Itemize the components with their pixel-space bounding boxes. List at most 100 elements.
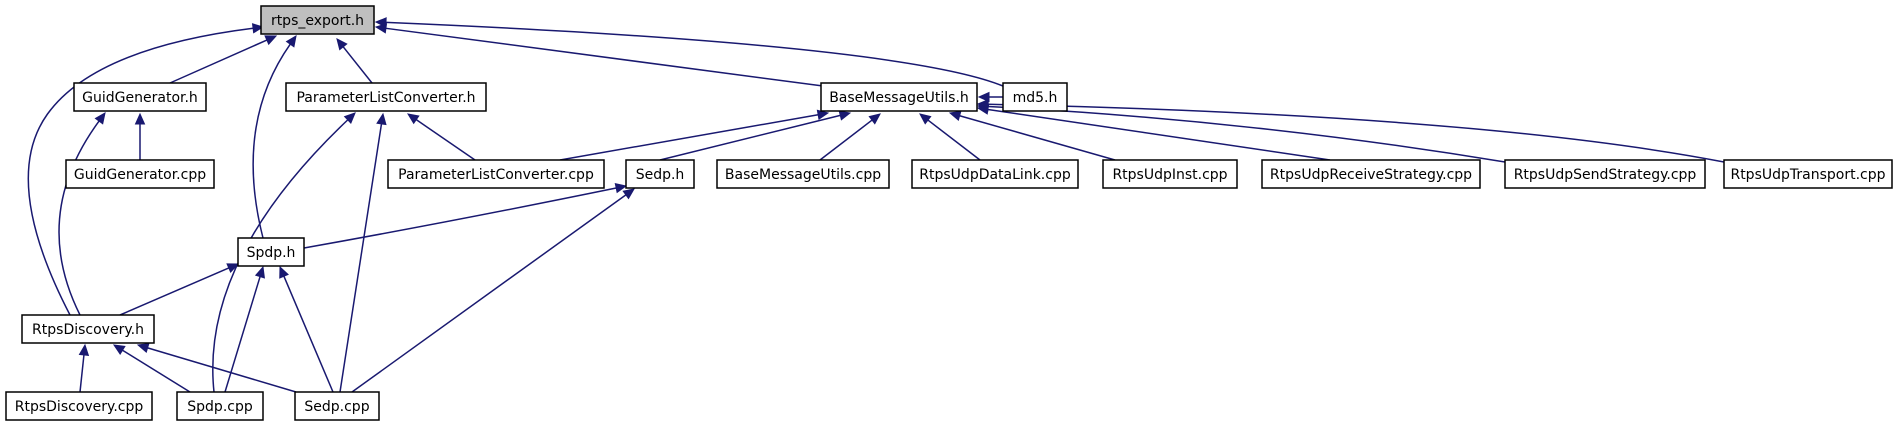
edge-guidgenerator-cpp-to-guidgenerator-h	[134, 112, 146, 160]
edge-line	[351, 194, 627, 393]
edge-basemessageutils-cpp-to-basemessageutils-h	[819, 113, 881, 161]
edge-line	[659, 114, 841, 161]
edge-arrowhead	[251, 23, 265, 34]
node-parameterlistconverter-h[interactable]: ParameterListConverter.h	[285, 82, 487, 112]
edge-arrowhead	[622, 188, 635, 200]
edge-line	[987, 103, 1725, 163]
edge-line	[415, 119, 476, 161]
node-box	[285, 82, 487, 112]
edge-arrowhead	[614, 182, 628, 194]
node-md5-h[interactable]: md5.h	[1002, 82, 1068, 112]
node-label: rtps_export.h	[271, 13, 364, 29]
node-guidgenerator-h[interactable]: GuidGenerator.h	[73, 82, 207, 112]
edge-line	[27, 27, 254, 316]
node-label: md5.h	[1013, 90, 1058, 106]
edge-arrowhead	[868, 113, 881, 125]
edge-line	[342, 46, 373, 84]
edge-line	[147, 347, 297, 393]
node-label: GuidGenerator.h	[82, 90, 198, 106]
edge-sedp-h-to-basemessageutils-h	[659, 110, 852, 161]
edge-arrowhead	[343, 112, 356, 125]
node-box	[716, 159, 890, 189]
node-rtpsudpdatalink-cpp[interactable]: RtpsUdpDataLink.cpp	[911, 159, 1079, 189]
edge-line	[385, 27, 824, 87]
edge-arrowhead	[336, 38, 348, 51]
edge-line	[987, 108, 1331, 161]
node-parameterlistconverter-cpp[interactable]: ParameterListConverter.cpp	[387, 159, 605, 189]
edge-line	[224, 276, 261, 393]
node-guidgenerator-cpp[interactable]: GuidGenerator.cpp	[65, 159, 215, 189]
node-rtpsudptransport-cpp[interactable]: RtpsUdpTransport.cpp	[1723, 159, 1893, 189]
node-box	[625, 159, 695, 189]
edge-sedp-cpp-to-rtpsdiscovery-h	[136, 342, 297, 393]
node-box	[387, 159, 605, 189]
node-rtps-export-h[interactable]: rtps_export.h	[260, 5, 375, 35]
edge-arrowhead	[112, 344, 126, 356]
node-rtpsdiscovery-cpp[interactable]: RtpsDiscovery.cpp	[5, 391, 153, 421]
edge-spdp-cpp-to-rtpsdiscovery-h	[112, 344, 191, 393]
node-box	[1002, 82, 1068, 112]
edge-line	[58, 120, 100, 316]
edge-rtpsdiscovery-cpp-to-rtpsdiscovery-h	[78, 343, 90, 393]
edge-spdp-h-to-rtps-export-h	[252, 35, 297, 239]
node-label: Spdp.cpp	[187, 399, 253, 415]
edge-line	[79, 354, 85, 393]
edge-arrowhead	[838, 110, 852, 121]
node-sedp-cpp[interactable]: Sedp.cpp	[294, 391, 380, 421]
edge-rtpsudpdatalink-cpp-to-basemessageutils-h	[919, 113, 981, 161]
node-rtpsudpinst-cpp[interactable]: RtpsUdpInst.cpp	[1102, 159, 1238, 189]
node-rtpsdiscovery-h[interactable]: RtpsDiscovery.h	[21, 314, 155, 344]
edge-rtpsdiscovery-h-to-guidgenerator-h	[58, 112, 106, 316]
node-basemessageutils-h[interactable]: BaseMessageUtils.h	[820, 82, 978, 112]
node-rtpsudpsendstrategy-cpp[interactable]: RtpsUdpSendStrategy.cpp	[1504, 159, 1706, 189]
node-rtpsudpreceivestrategy-cpp[interactable]: RtpsUdpReceiveStrategy.cpp	[1261, 159, 1481, 189]
edge-line	[252, 43, 291, 239]
node-label: BaseMessageUtils.cpp	[725, 167, 881, 183]
node-sedp-h[interactable]: Sedp.h	[625, 159, 695, 189]
node-spdp-cpp[interactable]: Spdp.cpp	[176, 391, 264, 421]
node-box	[65, 159, 215, 189]
node-box	[820, 82, 978, 112]
node-box	[1102, 159, 1238, 189]
edge-line	[169, 39, 268, 84]
edge-arrowhead	[376, 112, 387, 126]
node-spdp-h[interactable]: Spdp.h	[237, 237, 305, 267]
node-label: RtpsDiscovery.cpp	[15, 399, 144, 415]
edge-sedp-cpp-to-parameterlistconverter-h	[339, 112, 387, 393]
edge-sedp-cpp-to-spdp-h	[279, 265, 334, 393]
node-box	[260, 5, 375, 35]
edge-arrowhead	[134, 112, 146, 125]
edge-arrowhead	[136, 342, 150, 354]
node-box	[176, 391, 264, 421]
node-label: Sedp.cpp	[304, 399, 369, 415]
edge-arrowhead	[919, 113, 932, 125]
node-label: RtpsUdpInst.cpp	[1112, 167, 1227, 183]
node-label: RtpsUdpTransport.cpp	[1730, 167, 1885, 183]
edge-arrowhead	[406, 113, 420, 125]
edge-arrowhead	[78, 343, 90, 356]
node-basemessageutils-cpp[interactable]: BaseMessageUtils.cpp	[716, 159, 890, 189]
edge-line	[959, 115, 1116, 161]
edge-line	[283, 275, 334, 393]
edge-line	[303, 187, 617, 249]
edge-line	[385, 21, 1004, 87]
edge-rtpsdiscovery-h-to-spdp-h	[119, 263, 240, 316]
node-box	[73, 82, 207, 112]
edge-arrowhead	[254, 265, 265, 279]
edge-arrowhead	[226, 263, 240, 274]
node-box	[911, 159, 1079, 189]
edge-arrowhead	[285, 35, 297, 48]
edge-parameterlistconverter-h-to-rtps-export-h	[336, 38, 373, 84]
edge-guidgenerator-h-to-rtps-export-h	[169, 35, 278, 84]
edge-line	[927, 119, 981, 161]
edge-md5-h-to-rtps-export-h	[374, 17, 1004, 87]
edge-arrowhead	[279, 265, 289, 279]
node-label: BaseMessageUtils.h	[829, 90, 969, 106]
node-label: RtpsUdpReceiveStrategy.cpp	[1270, 167, 1472, 183]
edge-arrowhead	[264, 35, 278, 46]
edge-arrowhead	[374, 17, 387, 28]
edge-arrowhead	[948, 110, 962, 121]
node-label: GuidGenerator.cpp	[74, 167, 206, 183]
